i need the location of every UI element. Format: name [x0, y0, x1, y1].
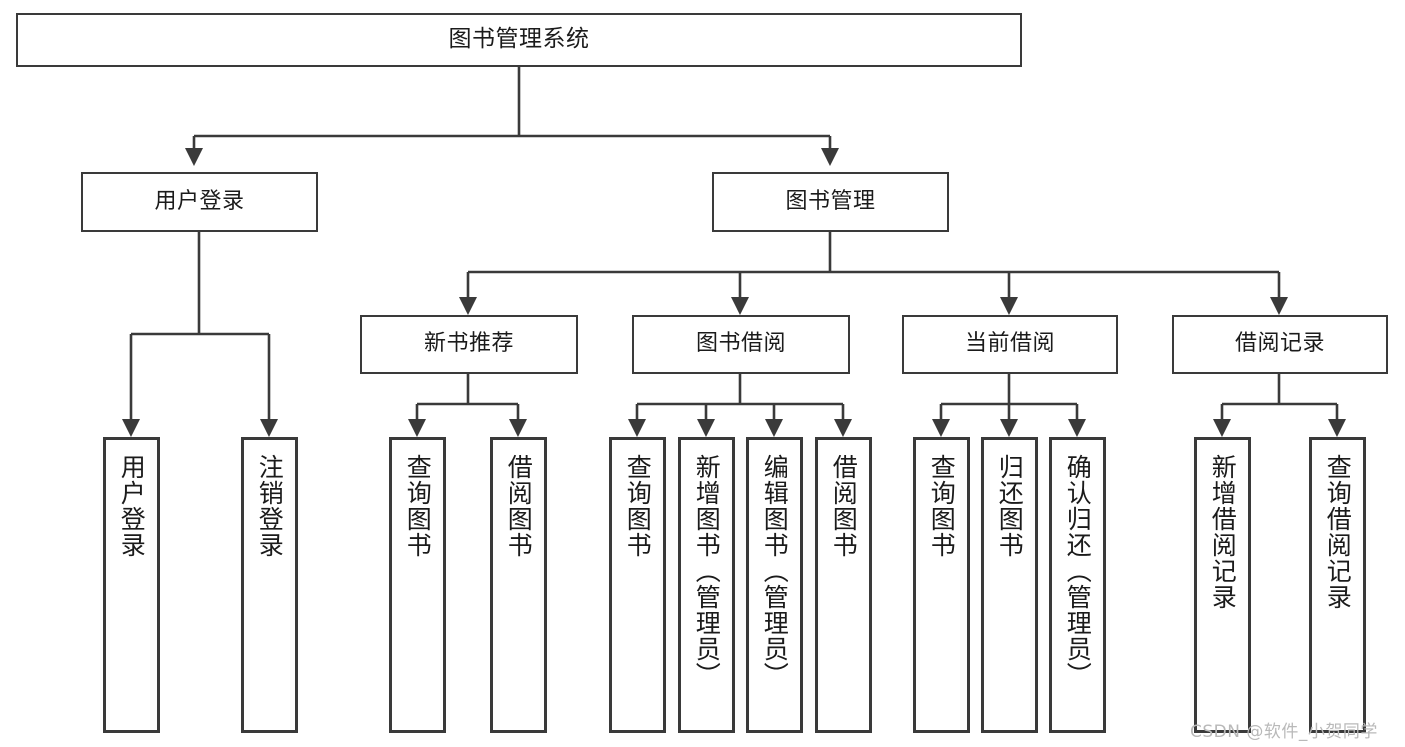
- leaf-current-borrow-query-book[interactable]: 查询图书: [913, 437, 970, 733]
- node-label: 查询借阅记录: [1323, 454, 1353, 610]
- node-label: 编辑图书（管理员）: [760, 454, 790, 688]
- node-label: 当前借阅: [964, 331, 1055, 357]
- node-book-management[interactable]: 图书管理: [712, 172, 949, 232]
- leaf-book-borrow-query-book[interactable]: 查询图书: [609, 437, 666, 733]
- node-label: 新书推荐: [423, 331, 514, 357]
- node-label: 图书借阅: [695, 331, 786, 357]
- leaf-borrow-record-query-record[interactable]: 查询借阅记录: [1309, 437, 1366, 733]
- leaf-new-book-query-book[interactable]: 查询图书: [389, 437, 446, 733]
- csdn-watermark: CSDN @软件_小贺同学: [1190, 722, 1378, 742]
- node-label: 用户登录: [154, 188, 245, 214]
- node-label: 图书管理: [785, 188, 876, 214]
- node-root-system[interactable]: 图书管理系统: [16, 13, 1022, 67]
- node-label: 查询图书: [623, 454, 653, 558]
- node-user-login[interactable]: 用户登录: [81, 172, 318, 232]
- node-label: 归还图书: [995, 454, 1025, 558]
- node-label: 借阅图书: [504, 454, 534, 558]
- node-label: 图书管理系统: [448, 26, 590, 53]
- node-label: 确认归还（管理员）: [1063, 454, 1093, 688]
- node-label: 用户登录: [117, 454, 147, 558]
- node-label: 查询图书: [403, 454, 433, 558]
- leaf-user-login-logout[interactable]: 注销登录: [241, 437, 298, 733]
- leaf-user-login-login[interactable]: 用户登录: [103, 437, 160, 733]
- node-label: 新增图书（管理员）: [692, 454, 722, 688]
- leaf-current-borrow-confirm-return[interactable]: 确认归还（管理员）: [1049, 437, 1106, 733]
- node-label: 注销登录: [255, 454, 285, 558]
- leaf-borrow-record-add-record[interactable]: 新增借阅记录: [1194, 437, 1251, 733]
- leaf-book-borrow-borrow-book[interactable]: 借阅图书: [815, 437, 872, 733]
- leaf-new-book-borrow-book[interactable]: 借阅图书: [490, 437, 547, 733]
- node-label: 借阅图书: [829, 454, 859, 558]
- leaf-book-borrow-add-book[interactable]: 新增图书（管理员）: [678, 437, 735, 733]
- node-borrow-record[interactable]: 借阅记录: [1172, 315, 1388, 374]
- node-current-borrow[interactable]: 当前借阅: [902, 315, 1118, 374]
- leaf-book-borrow-edit-book[interactable]: 编辑图书（管理员）: [746, 437, 803, 733]
- node-label: 借阅记录: [1234, 331, 1325, 357]
- node-new-book-recommend[interactable]: 新书推荐: [360, 315, 578, 374]
- node-book-borrow[interactable]: 图书借阅: [632, 315, 850, 374]
- node-label: 新增借阅记录: [1208, 454, 1238, 610]
- leaf-current-borrow-return-book[interactable]: 归还图书: [981, 437, 1038, 733]
- node-label: 查询图书: [927, 454, 957, 558]
